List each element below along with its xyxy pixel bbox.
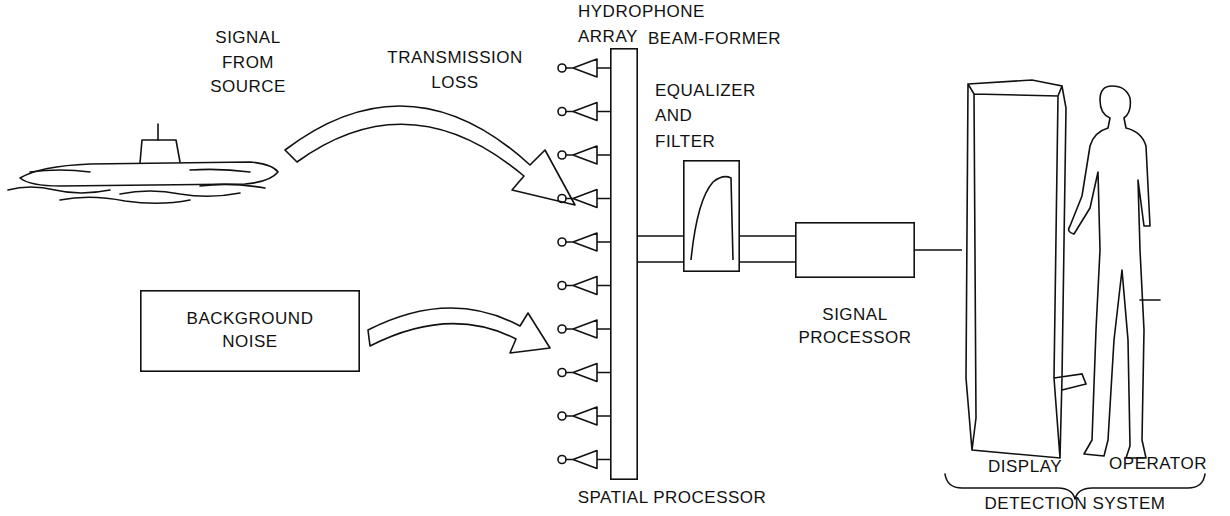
connector-line (638, 235, 683, 237)
source-label: SIGNAL FROM SOURCE (210, 26, 286, 100)
node-label: BACKGROUND NOISE (187, 308, 314, 354)
connector-line (740, 235, 795, 237)
connector-line (740, 261, 795, 263)
noise-box: BACKGROUND NOISE (140, 290, 360, 372)
node-outline (140, 290, 360, 372)
node-label: EQUALIZER AND FILTER (655, 78, 756, 155)
node-outline (962, 78, 1092, 462)
connector-line (915, 249, 962, 251)
spatial-label: SPATIAL PROCESSOR (578, 486, 767, 511)
node-label: BEAM-FORMER (648, 28, 781, 51)
array-label: HYDROPHONE ARRAY (578, 0, 705, 49)
submarine-illustration (8, 124, 278, 203)
loss-label: TRANSMISSION LOSS (387, 46, 522, 95)
equalizer-filter-box: EQUALIZER AND FILTER (683, 160, 740, 272)
beam-former-bar: BEAM-FORMER (610, 48, 638, 480)
hydrophone-array (558, 59, 610, 469)
display-console: DISPLAY (962, 78, 1092, 462)
transmission-arrow (285, 106, 575, 205)
node-label: SIGNAL PROCESSOR (798, 304, 911, 350)
node-outline (610, 48, 638, 480)
detection-label: DETECTION SYSTEM (985, 495, 1166, 514)
noise-arrow (368, 308, 550, 353)
operator-label: OPERATOR (1109, 452, 1207, 477)
node-label: DISPLAY (988, 456, 1062, 479)
signal-processor-box: SIGNAL PROCESSOR (795, 222, 915, 278)
node-outline (683, 160, 740, 272)
connector-line (638, 261, 683, 263)
node-outline (795, 222, 915, 278)
operator-figure (1069, 86, 1160, 458)
